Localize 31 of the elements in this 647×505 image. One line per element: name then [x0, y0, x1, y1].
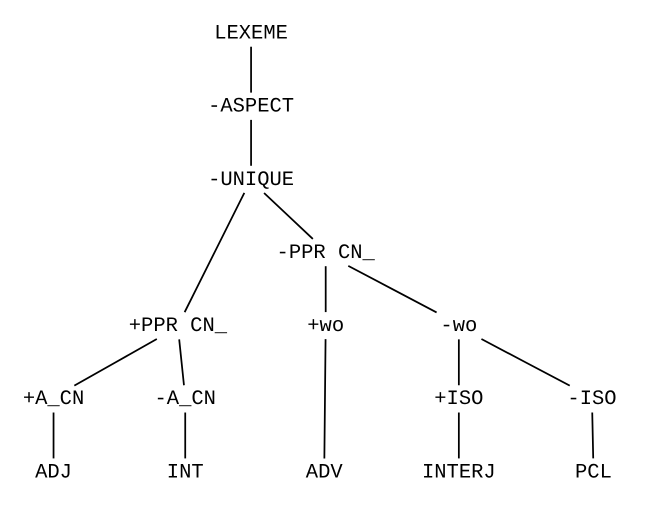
connector: [324, 266, 327, 312]
node-text: -ASPECT: [208, 96, 294, 119]
connector: [250, 120, 252, 166]
node-text: ADJ: [35, 461, 72, 484]
connector: [481, 338, 570, 386]
node-text: +wo: [307, 315, 344, 338]
connector: [74, 338, 158, 386]
node-text: -ISO: [567, 388, 617, 412]
connector: [184, 192, 246, 313]
connector: [458, 412, 460, 458]
connector: [250, 46, 252, 93]
node-text: -UNIQUE: [208, 168, 294, 192]
node-text: +PPR CN_: [128, 315, 228, 338]
node-text: -PPR CN_: [276, 242, 375, 265]
connector: [178, 339, 185, 386]
node-text: LEXEME: [214, 22, 288, 46]
connector: [52, 412, 54, 458]
node-text: -A_CN: [154, 388, 216, 412]
node-text: +ISO: [434, 388, 484, 412]
connector: [458, 339, 460, 386]
node-text: ADV: [306, 461, 343, 484]
connector: [348, 265, 437, 314]
connector: [323, 339, 326, 459]
connector: [263, 192, 314, 240]
node-text: -wo: [440, 315, 478, 338]
node-text: +A_CN: [22, 388, 84, 412]
node-text: INTERJ: [422, 461, 496, 484]
node-text: INT: [166, 461, 204, 484]
connector: [184, 412, 186, 458]
node-text: PCL: [575, 461, 612, 484]
connector: [591, 412, 594, 458]
